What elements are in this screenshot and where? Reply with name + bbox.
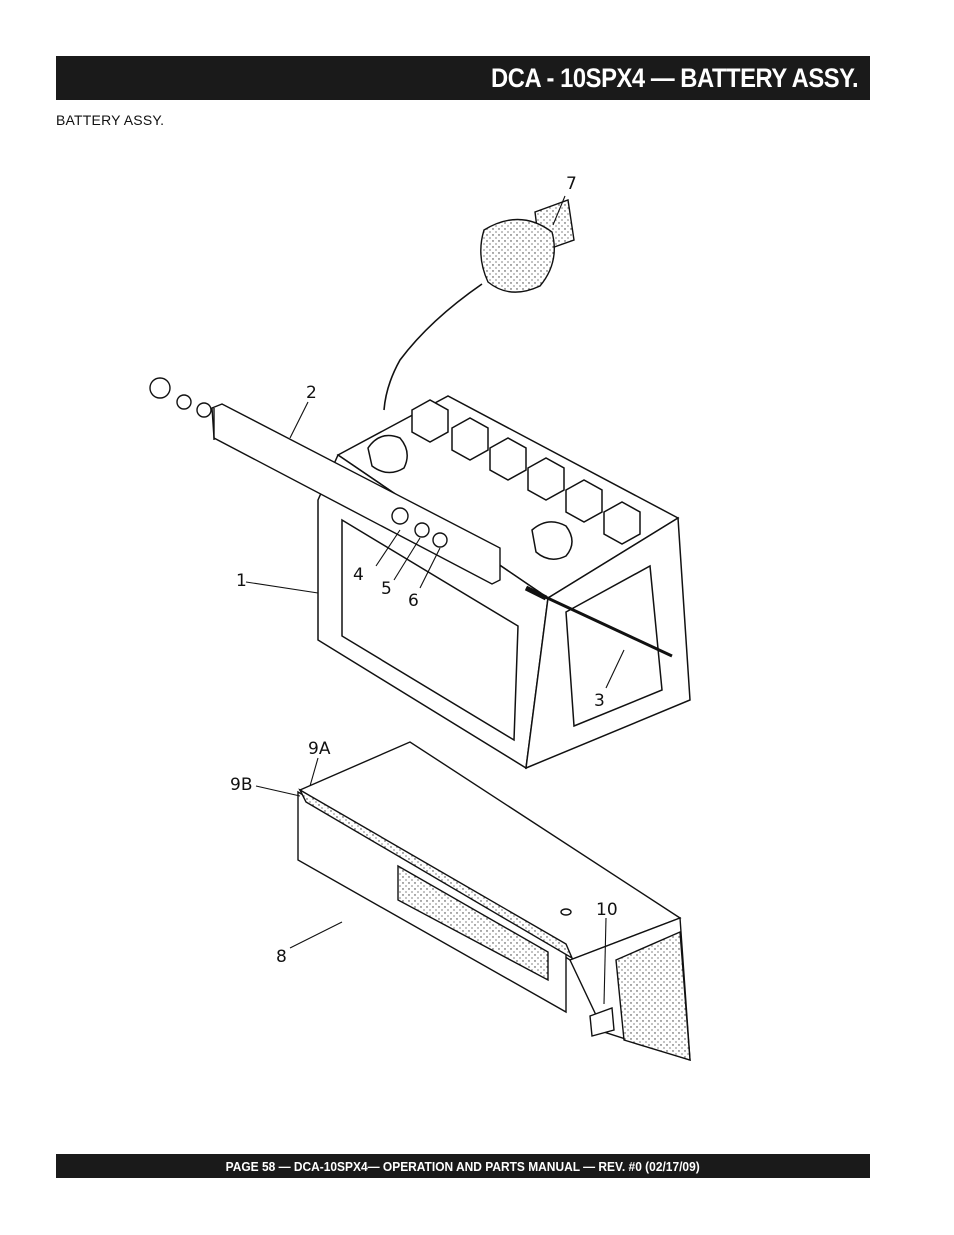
battery [317,395,691,770]
terminal-cover [383,199,575,411]
callout-8: 8 [276,947,287,967]
page-title: DCA - 10SPX4 — BATTERY ASSY. [490,62,858,93]
section-label: BATTERY ASSY. [56,112,165,128]
battery-tray [297,741,691,1061]
callout-4: 4 [353,565,364,585]
callout-7: 7 [566,174,577,194]
callout-labels: 7 2 1 4 5 6 3 9A 9B 10 8 [230,174,618,967]
footer-text: PAGE 58 — DCA-10SPX4— OPERATION AND PART… [225,1158,701,1174]
callout-5: 5 [381,579,392,599]
callout-6: 6 [408,591,419,611]
callout-2: 2 [306,383,317,403]
callout-1: 1 [236,571,247,591]
page-header-bar: DCA - 10SPX4 — BATTERY ASSY. [56,56,870,100]
leader-lines [245,195,625,1005]
hold-down-bracket [149,377,501,585]
page-footer-bar: PAGE 58 — DCA-10SPX4— OPERATION AND PART… [56,1154,870,1178]
callout-10: 10 [596,900,618,920]
callout-9a: 9A [308,739,331,759]
callout-3: 3 [594,691,605,711]
callout-9b: 9B [230,775,252,795]
